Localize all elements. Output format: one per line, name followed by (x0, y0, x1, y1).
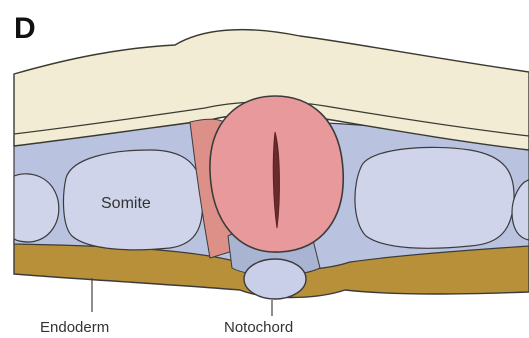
notochord (244, 259, 306, 299)
endoderm-label: Endoderm (40, 319, 109, 336)
somite-right (355, 147, 514, 248)
notochord-label: Notochord (224, 319, 293, 336)
somite-label: Somite (101, 195, 151, 212)
panel-letter: D (14, 12, 36, 45)
